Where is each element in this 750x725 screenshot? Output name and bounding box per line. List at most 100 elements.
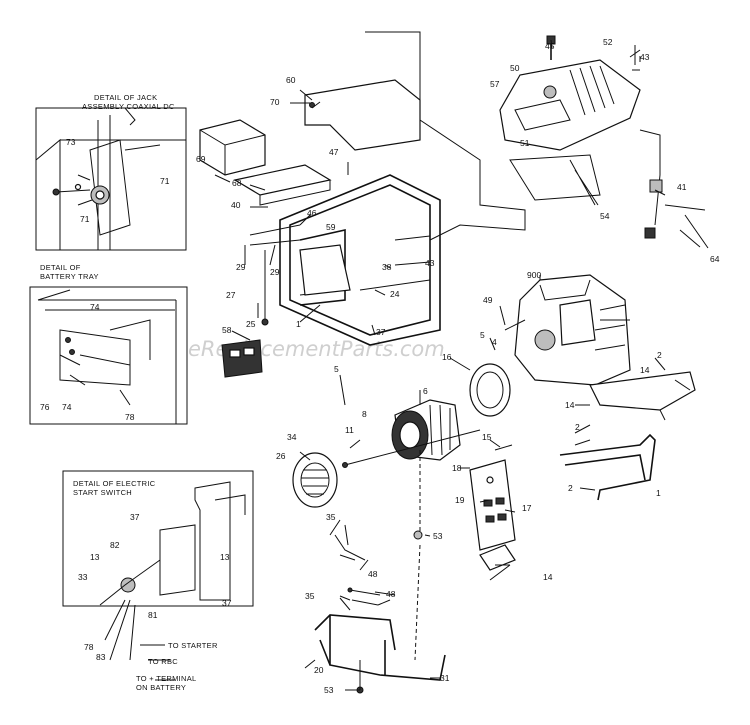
wire-to-starter: TO STARTER (168, 641, 218, 650)
callout-37: 37 (222, 598, 232, 608)
callout-20: 20 (314, 665, 324, 675)
detail-battery-title-line2: BATTERY TRAY (40, 272, 99, 281)
wire-to-terminal-line1: TO + TERMINAL (136, 674, 197, 683)
stator (391, 399, 461, 461)
callout-43: 43 (640, 52, 650, 62)
callout-54: 54 (600, 211, 610, 221)
callout-73: 73 (66, 137, 76, 147)
callout-13: 13 (90, 552, 100, 562)
control-bracket (290, 79, 421, 151)
callout-64: 64 (710, 254, 720, 264)
engine-mount-rail (589, 371, 696, 421)
detail-electric-start-switch: DETAIL OF ELECTRIC START SWITCH 37 82 13… (62, 470, 254, 692)
callout-35: 35 (326, 512, 336, 522)
detail-start-title-line1: DETAIL OF ELECTRIC (73, 479, 156, 488)
callout-60: 60 (286, 75, 296, 85)
callout-49: 49 (483, 295, 493, 305)
detail-start-title-line2: START SWITCH (73, 488, 132, 497)
callout-47: 47 (329, 147, 339, 157)
rotor-adapter (469, 363, 511, 417)
rear-bearing-carrier (292, 452, 338, 508)
detail-battery-tray: DETAIL OF BATTERY TRAY 74 76 74 78 (29, 263, 188, 425)
callout-45: 45 (545, 41, 555, 51)
callout-16: 16 (442, 352, 452, 362)
routing-line (365, 31, 661, 241)
battery (199, 119, 266, 176)
callout-82: 82 (110, 540, 120, 550)
callout-29: 29 (236, 262, 246, 272)
callout-43: 43 (425, 258, 435, 268)
callout-58: 58 (222, 325, 232, 335)
callout-37: 37 (376, 327, 386, 337)
callout-53: 53 (433, 531, 443, 541)
callout-34: 34 (287, 432, 297, 442)
callout-71: 71 (160, 176, 170, 186)
centerline-53 (414, 450, 421, 661)
callout-68: 68 (232, 178, 242, 188)
bracket-15 (494, 444, 513, 451)
callout-50: 50 (510, 63, 520, 73)
callout-69: 69 (196, 154, 206, 164)
callout-57: 57 (490, 79, 500, 89)
callout-17: 17 (522, 503, 532, 513)
detail-jack-title-line2: ASSEMBLY COAXIAL DC (82, 102, 175, 111)
wire-harness (334, 534, 381, 606)
callout-900: 900 (527, 270, 541, 280)
callout-51: 51 (520, 138, 530, 148)
callout-15: 15 (482, 432, 492, 442)
wire-to-rbc: TO RBC (148, 657, 178, 666)
callout-74: 74 (90, 302, 100, 312)
callout-78: 78 (84, 642, 94, 652)
callout-14: 14 (565, 400, 575, 410)
callout-24: 24 (390, 289, 400, 299)
callout-52: 52 (603, 37, 613, 47)
callout-38: 38 (382, 262, 392, 272)
callout-5: 5 (480, 330, 485, 340)
callout-27: 27 (226, 290, 236, 300)
callout-71: 71 (80, 214, 90, 224)
callout-14: 14 (543, 572, 553, 582)
detail-jack-title-line1: DETAIL OF JACK (94, 93, 157, 102)
callout-33: 33 (78, 572, 88, 582)
callout-53: 53 (324, 685, 334, 695)
callout-2: 2 (575, 422, 580, 432)
callout-37: 37 (130, 512, 140, 522)
callout-2: 2 (568, 483, 573, 493)
callout-81: 81 (148, 610, 158, 620)
callout-41: 41 (677, 182, 687, 192)
callout-18: 18 (452, 463, 462, 473)
callout-1: 1 (656, 488, 661, 498)
wire-to-terminal-line2: ON BATTERY (136, 683, 186, 692)
callout-35: 35 (305, 591, 315, 601)
callout-76: 76 (40, 402, 50, 412)
front-handle (559, 433, 656, 501)
callout-11: 11 (345, 425, 354, 435)
callout-13: 13 (220, 552, 230, 562)
callout-48: 48 (368, 569, 378, 579)
callout-4: 4 (492, 337, 497, 347)
control-panel (469, 459, 516, 571)
callout-40: 40 (231, 200, 241, 210)
fuel-tank (499, 35, 641, 201)
callout-5: 5 (334, 364, 339, 374)
handle-bracket (249, 224, 351, 326)
detail-jack-assembly: DETAIL OF JACK ASSEMBLY COAXIAL DC 73 71… (35, 93, 187, 251)
detail-battery-title-line1: DETAIL OF (40, 263, 81, 272)
callout-8: 8 (362, 409, 367, 419)
through-bolt (344, 429, 481, 466)
callout-78: 78 (125, 412, 135, 422)
callout-14: 14 (640, 365, 650, 375)
callout-59: 59 (326, 222, 336, 232)
callout-70: 70 (270, 97, 280, 107)
callout-25: 25 (246, 319, 256, 329)
callout-31: 31 (440, 673, 450, 683)
callout-19: 19 (455, 495, 465, 505)
callout-6: 6 (423, 386, 428, 396)
callout-1: 1 (296, 319, 301, 329)
outlet-panel (221, 339, 263, 378)
callout-74: 74 (62, 402, 72, 412)
callout-46: 46 (307, 208, 317, 218)
fuel-valve-assembly (644, 174, 706, 239)
callout-26: 26 (276, 451, 286, 461)
